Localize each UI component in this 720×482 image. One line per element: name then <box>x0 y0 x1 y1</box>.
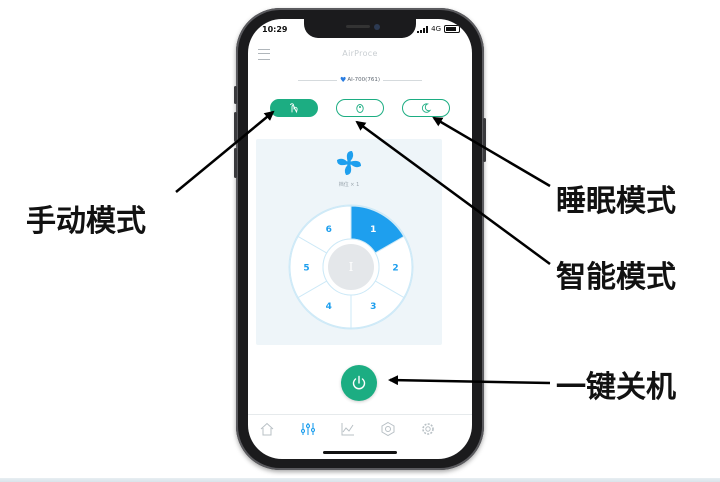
notch <box>304 19 416 38</box>
status-time: 10:29 <box>262 25 288 34</box>
battery-icon <box>444 25 460 33</box>
network-label: 4G <box>431 25 441 33</box>
sensor-icon <box>356 104 364 113</box>
moon-icon <box>421 103 432 113</box>
dial-label-1: 1 <box>370 225 376 235</box>
dial-label-3: 3 <box>370 302 376 312</box>
volume-up-button <box>234 112 237 142</box>
sleep-mode-button[interactable] <box>402 99 450 117</box>
tab-bar <box>248 414 472 445</box>
device-selector[interactable]: ♥ AI-700(761) <box>298 76 422 84</box>
menu-icon[interactable] <box>258 49 270 60</box>
side-button <box>483 118 486 162</box>
manual-mode-button[interactable] <box>270 99 318 117</box>
chart-icon[interactable] <box>340 421 356 437</box>
heart-icon: ♥ <box>340 76 347 84</box>
mute-switch <box>234 86 237 104</box>
divider <box>382 79 422 81</box>
phone-screen: 10:29 4G AirProce ♥ AI-700(761) <box>248 19 472 459</box>
device-name: ♥ AI-700(761) <box>337 76 383 84</box>
dial-label-4: 4 <box>326 302 332 312</box>
app-title: AirProce <box>342 49 378 58</box>
dial-label-5: 5 <box>303 264 309 274</box>
power-button[interactable] <box>341 365 377 401</box>
volume-down-button <box>234 148 237 178</box>
filter-icon[interactable] <box>380 421 396 437</box>
fan-icon <box>337 151 361 175</box>
dial-label-6: 6 <box>326 225 332 235</box>
callout-power-off: 一键关机 <box>556 370 676 405</box>
home-icon[interactable] <box>259 421 275 437</box>
callout-sleep-mode: 睡眠模式 <box>556 184 676 219</box>
callout-manual-mode: 手动模式 <box>26 204 146 239</box>
power-icon <box>352 375 366 390</box>
dial-center-label: I <box>349 260 354 274</box>
dial-label-2: 2 <box>392 264 398 274</box>
fan-speed-label: 档位 × 1 <box>338 182 360 188</box>
smart-mode-button[interactable] <box>336 99 384 117</box>
speaker <box>346 25 370 28</box>
home-indicator <box>323 451 397 454</box>
floor-line <box>0 478 720 482</box>
phone-frame: 10:29 4G AirProce ♥ AI-700(761) <box>234 8 486 470</box>
settings-icon[interactable] <box>420 421 436 437</box>
mode-selector <box>248 99 472 119</box>
status-indicators: 4G <box>417 25 460 33</box>
signal-icon <box>417 25 429 33</box>
control-panel: 档位 × 1 1 2 3 4 5 6 I <box>256 139 442 345</box>
front-camera <box>374 24 380 30</box>
callout-smart-mode: 智能模式 <box>556 260 676 295</box>
hand-icon <box>290 103 298 114</box>
device-name-label: AI-700(761) <box>347 77 380 83</box>
sliders-icon[interactable] <box>300 421 316 437</box>
divider <box>298 79 338 81</box>
speed-dial[interactable]: 1 2 3 4 5 6 I <box>287 203 415 331</box>
